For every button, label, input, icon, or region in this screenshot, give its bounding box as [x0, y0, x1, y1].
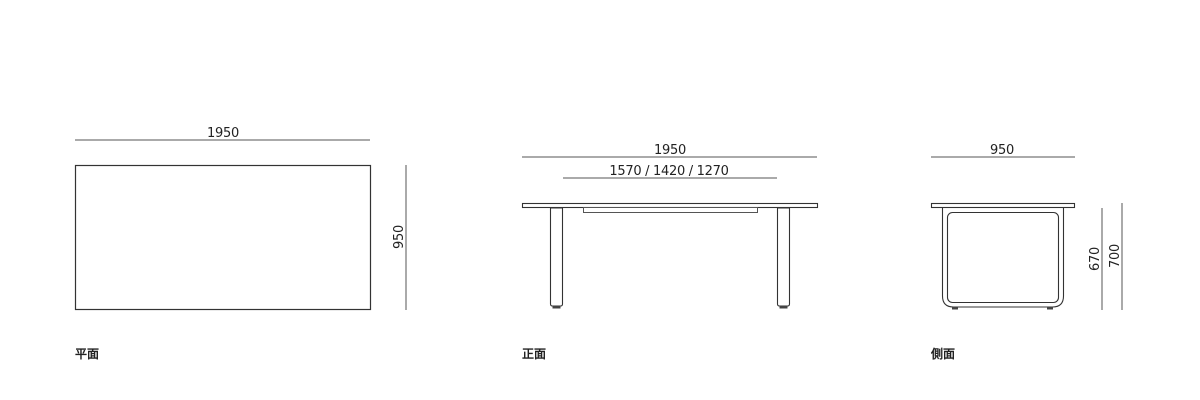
plan-depth-dimension-text: 950	[392, 225, 407, 249]
side-tabletop	[930, 202, 1076, 209]
side-right-foot	[1047, 307, 1053, 310]
side-height-dimension-text: 700	[1108, 244, 1123, 268]
plan-view-label: 平面	[75, 347, 100, 361]
plan-width-dimension-text: 1950	[207, 126, 239, 141]
plan-view: 1950 950	[74, 126, 407, 311]
front-right-leg	[776, 207, 791, 307]
front-view-label: 正面	[522, 347, 547, 361]
front-view: 1950 1570 / 1420 / 1270	[521, 143, 819, 309]
side-leg-frame-outer	[941, 208, 1065, 308]
front-apron-rail	[583, 207, 758, 213]
front-right-foot	[779, 306, 788, 309]
plan-tabletop-outline	[74, 164, 372, 311]
front-width-dimension-text: 1950	[654, 143, 686, 158]
side-view-label: 側面	[931, 347, 956, 361]
side-inner-height-dimension-text: 670	[1088, 247, 1103, 271]
side-leg-frame-inner	[946, 211, 1060, 304]
front-left-foot	[552, 306, 561, 309]
side-view: 950 670 700	[930, 143, 1123, 310]
front-left-leg	[549, 207, 564, 307]
front-tabletop	[521, 202, 819, 209]
side-depth-dimension-text: 950	[990, 143, 1014, 158]
front-inner-width-dimension-text: 1570 / 1420 / 1270	[609, 164, 728, 179]
side-left-foot	[952, 307, 958, 310]
